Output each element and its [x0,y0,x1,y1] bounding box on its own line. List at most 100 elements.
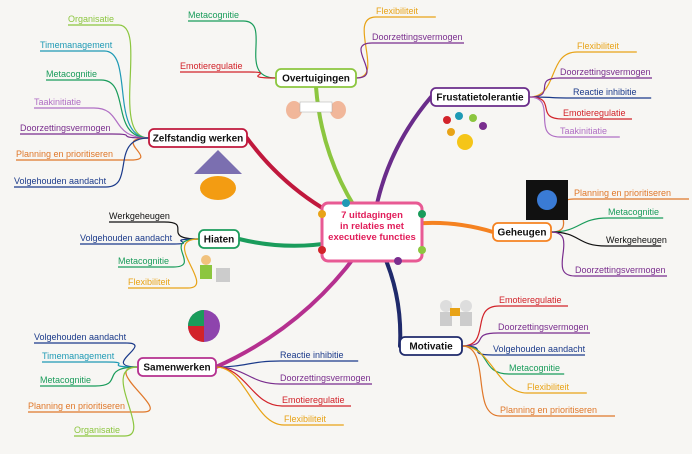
hiaten-item: Metacognitie [118,256,169,266]
item-connector [461,345,615,417]
item-connector [528,96,652,99]
geheugen-item: Werkgeheugen [606,235,667,245]
item-connector [528,77,652,98]
motivatie-item-lines [461,305,615,417]
item-connector [42,361,139,368]
frustratietolerantie-node [430,87,530,107]
puzzle-piece [450,308,460,316]
item-connector [74,366,139,437]
motivatie-item: Volgehouden aandacht [493,344,586,354]
zelfstandig-item: Organisatie [68,14,114,24]
item-connector [528,51,637,98]
item-connector [461,332,590,347]
samenwerken-item: Planning en prioritiseren [28,401,125,411]
floating-icon [479,122,487,130]
zelfstandig-item-lines [14,24,150,188]
hands-illustration [286,101,346,119]
brain-head [537,190,557,210]
zelfstandig-item: Doorzettingsvermogen [20,123,111,133]
item-connector [20,133,150,139]
overtuigingen-node [275,68,357,88]
hiaten-item-lines [80,221,200,289]
item-connector [215,366,344,426]
robot [216,268,230,282]
kid-illustration [200,255,230,282]
item-connector [80,238,200,245]
geheugen-item: Doorzettingsvermogen [575,265,666,275]
garfield-illustration [194,150,242,200]
zelfstandig-item: Volgehouden aandacht [14,176,107,186]
motivatie-item: Doorzettingsvermogen [498,322,589,332]
item-connector [34,342,139,368]
kid-body [200,265,212,279]
frustratietolerantie-item: Emotieregulatie [563,108,626,118]
item-connector [528,96,620,138]
samenwerken-item: Timemanagement [42,351,115,361]
zelfstandig-item: Taakinitiatie [34,97,81,107]
frustratietolerantie-item-lines [528,51,652,138]
samenwerken-item-lines [28,342,372,437]
item-connector [550,231,662,247]
puzzle-quarter [188,310,204,326]
samenwerken-item: Emotieregulatie [282,395,345,405]
center-title-line: in relaties met [340,221,405,232]
center-title-line: 7 uitdagingen [341,210,403,221]
samenwerken-title: Samenwerken [143,363,210,374]
zelfstandig-item: Planning en prioritiseren [16,149,113,159]
motivatie-item: Emotieregulatie [499,295,562,305]
overtuigingen-item-lines [180,16,464,79]
hiaten-node [198,229,240,249]
center-puzzle-knob [342,199,350,207]
hiaten-item: Werkgeheugen [109,211,170,221]
item-connector [40,50,150,139]
figure-body [460,312,472,326]
overtuigingen-item: Emotieregulatie [180,61,243,71]
brain-illustration [526,180,568,220]
item-connector [109,221,200,240]
geheugen-title: Geheugen [498,228,547,239]
motivatie-title: Motivatie [409,342,453,353]
frustratietolerantie-item: Doorzettingsvermogen [560,67,651,77]
frustration-illustration [443,112,487,150]
cat-body [200,176,236,200]
figure-head [460,300,472,312]
geheugen-node [492,222,552,242]
hiaten-title: Hiaten [204,235,235,246]
hand-right [330,101,346,119]
puzzle-people-illustration [440,300,472,326]
item-connector [68,24,150,139]
samenwerken-item: Organisatie [74,425,120,435]
center-puzzle-knob [318,246,326,254]
hiaten-item: Volgehouden aandacht [80,233,173,243]
item-connector [40,366,139,387]
kid-head [201,255,211,265]
zelfstandig-item: Metacognitie [46,69,97,79]
item-connector [355,16,436,79]
overtuigingen-item: Flexibiliteit [376,6,419,16]
item-connector [180,71,277,79]
item-connector [550,217,664,233]
samenwerken-item: Reactie inhibitie [280,350,344,360]
item-connector [215,360,359,368]
center-node [320,201,424,263]
figure-body [440,312,452,326]
item-connector [461,345,587,394]
overtuigingen-title: Overtuigingen [282,74,350,85]
overtuigingen-item: Doorzettingsvermogen [372,32,463,42]
item-connector [46,79,150,139]
center-puzzle-knob [318,210,326,218]
floating-icon [443,116,451,124]
center-puzzle-knob [418,210,426,218]
emoji-face [457,134,473,150]
center-puzzle-knob [418,246,426,254]
hiaten-item: Flexibiliteit [128,277,171,287]
item-connector [128,238,200,289]
zelfstandig-node [148,128,248,148]
geheugen-item: Planning en prioritiseren [574,188,671,198]
motivatie-item: Metacognitie [509,363,560,373]
frustratietolerantie-item: Reactie inhibitie [573,87,637,97]
paper-strip [299,101,333,113]
floating-icon [469,114,477,122]
